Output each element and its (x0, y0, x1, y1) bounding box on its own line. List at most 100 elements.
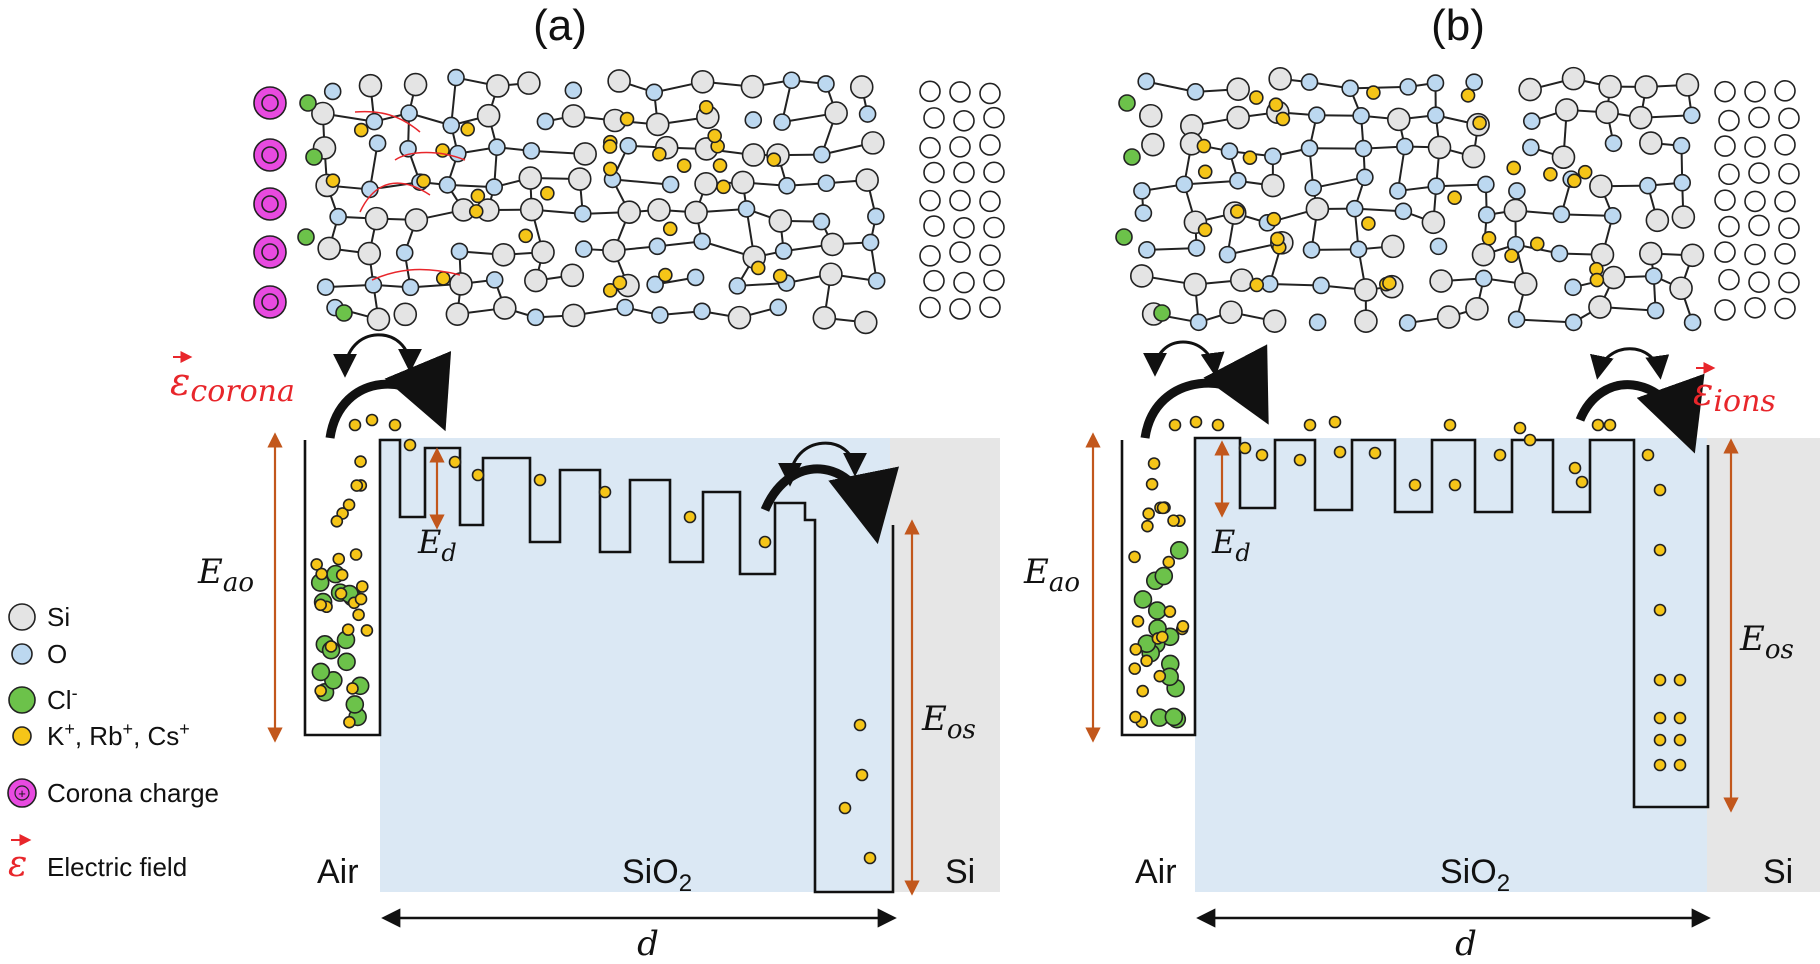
si-atom (1639, 131, 1663, 155)
si-crystal-atom (979, 134, 1001, 156)
cation (334, 587, 348, 600)
cation (716, 179, 731, 195)
cation (1447, 190, 1462, 206)
oxygen-atom (1352, 107, 1370, 125)
oxygen-atom (1474, 269, 1493, 288)
oxygen-atom (1465, 73, 1483, 91)
oxygen-atom (616, 298, 634, 317)
cation (350, 479, 364, 492)
legend: Si O Cl- K+, Rb+, Cs+ + Corona charge ε (7, 602, 219, 885)
si-atom (1680, 243, 1705, 268)
cation (1270, 231, 1285, 247)
svg-text:Si: Si (47, 602, 70, 632)
chloride-ion (305, 148, 323, 166)
si-crystal-atom (979, 244, 1001, 267)
lattice-bond (1350, 85, 1409, 90)
cation (1168, 418, 1182, 432)
si-crystal-atom (923, 107, 945, 129)
legend-item-oxygen: O (11, 639, 67, 669)
lattice-bond (1184, 179, 1238, 186)
cation (1653, 603, 1667, 617)
cation (540, 185, 555, 201)
chloride-ion (1153, 304, 1171, 322)
oxygen-atom (573, 205, 592, 223)
eao-label-a: Eao (197, 552, 254, 598)
si-atom (1645, 208, 1670, 233)
si-atom (1503, 198, 1528, 223)
svg-text:Cl-: Cl- (47, 683, 78, 715)
ions-a (310, 413, 877, 865)
cation (603, 161, 618, 177)
oxygen-atom (1302, 241, 1321, 259)
cation (658, 267, 673, 283)
oxygen-atom (536, 112, 555, 131)
oxide-label-a: SiO2 (622, 853, 692, 897)
oxygen-atom (449, 144, 467, 163)
cation (355, 580, 369, 593)
oxygen-atom (395, 243, 414, 262)
cation (712, 158, 728, 173)
si-atom (1589, 174, 1613, 199)
oxygen-atom (1564, 278, 1582, 297)
oxygen-atom (1389, 182, 1407, 200)
cation (676, 158, 692, 173)
si-crystal-atom (949, 189, 971, 212)
cation (354, 455, 367, 468)
ed-label-a: Ed (417, 523, 457, 567)
oxygen-atom (1603, 207, 1622, 225)
oxygen-atom (438, 176, 457, 194)
cation (1293, 453, 1307, 467)
cation (1568, 461, 1582, 475)
oxygen-atom (1138, 241, 1156, 259)
cation (310, 558, 323, 571)
si-atom (357, 241, 382, 266)
si-crystal-atom (1748, 271, 1770, 293)
oxygen-atom (1137, 72, 1155, 91)
si-crystal-atom (1748, 214, 1770, 237)
oxygen-atom (1522, 112, 1541, 130)
si-atom (1429, 269, 1453, 293)
cation (1653, 733, 1667, 747)
si-atom (694, 171, 718, 196)
lattice-b (1115, 66, 1800, 333)
si-label-a: Si (945, 853, 975, 891)
si-atom (861, 131, 885, 155)
eos-label-a: Eos (921, 699, 976, 745)
si-atom (366, 307, 391, 332)
cation (342, 498, 356, 512)
oxygen-atom (365, 112, 384, 131)
legend-item-chloride: Cl- (8, 683, 78, 715)
oxygen-atom (774, 242, 793, 260)
oxygen-atom (526, 308, 545, 327)
corona-charges-a (253, 86, 287, 319)
field-label-a: εcorona (170, 360, 295, 409)
cation (652, 146, 667, 162)
lattice-bond (612, 178, 671, 186)
oxygen-atom (737, 200, 756, 218)
cation (343, 715, 356, 729)
oxygen-atom (1396, 137, 1414, 156)
corona-charge-ring (261, 146, 279, 164)
cation (1153, 669, 1167, 683)
cation (471, 468, 485, 482)
si-crystal-atom (983, 216, 1005, 239)
si-atom (403, 72, 428, 97)
cation (349, 548, 363, 561)
oxygen-atom (368, 134, 387, 153)
field-label-b: εions (1693, 370, 1776, 419)
oxygen-atom (574, 240, 593, 258)
chloride-ion (311, 662, 331, 682)
cation (662, 221, 678, 237)
si-atom (1183, 272, 1207, 297)
cation (1653, 758, 1667, 772)
cation (388, 418, 402, 432)
cation (1673, 758, 1687, 772)
cation (1382, 275, 1397, 291)
oxygen-atom (1394, 202, 1413, 221)
si-atom (524, 268, 548, 293)
si-atom (1381, 234, 1405, 259)
si-atom (740, 74, 765, 99)
si-crystal-atom (919, 245, 941, 267)
si-atom (1461, 144, 1486, 169)
si-crystal-atom (1774, 80, 1796, 102)
